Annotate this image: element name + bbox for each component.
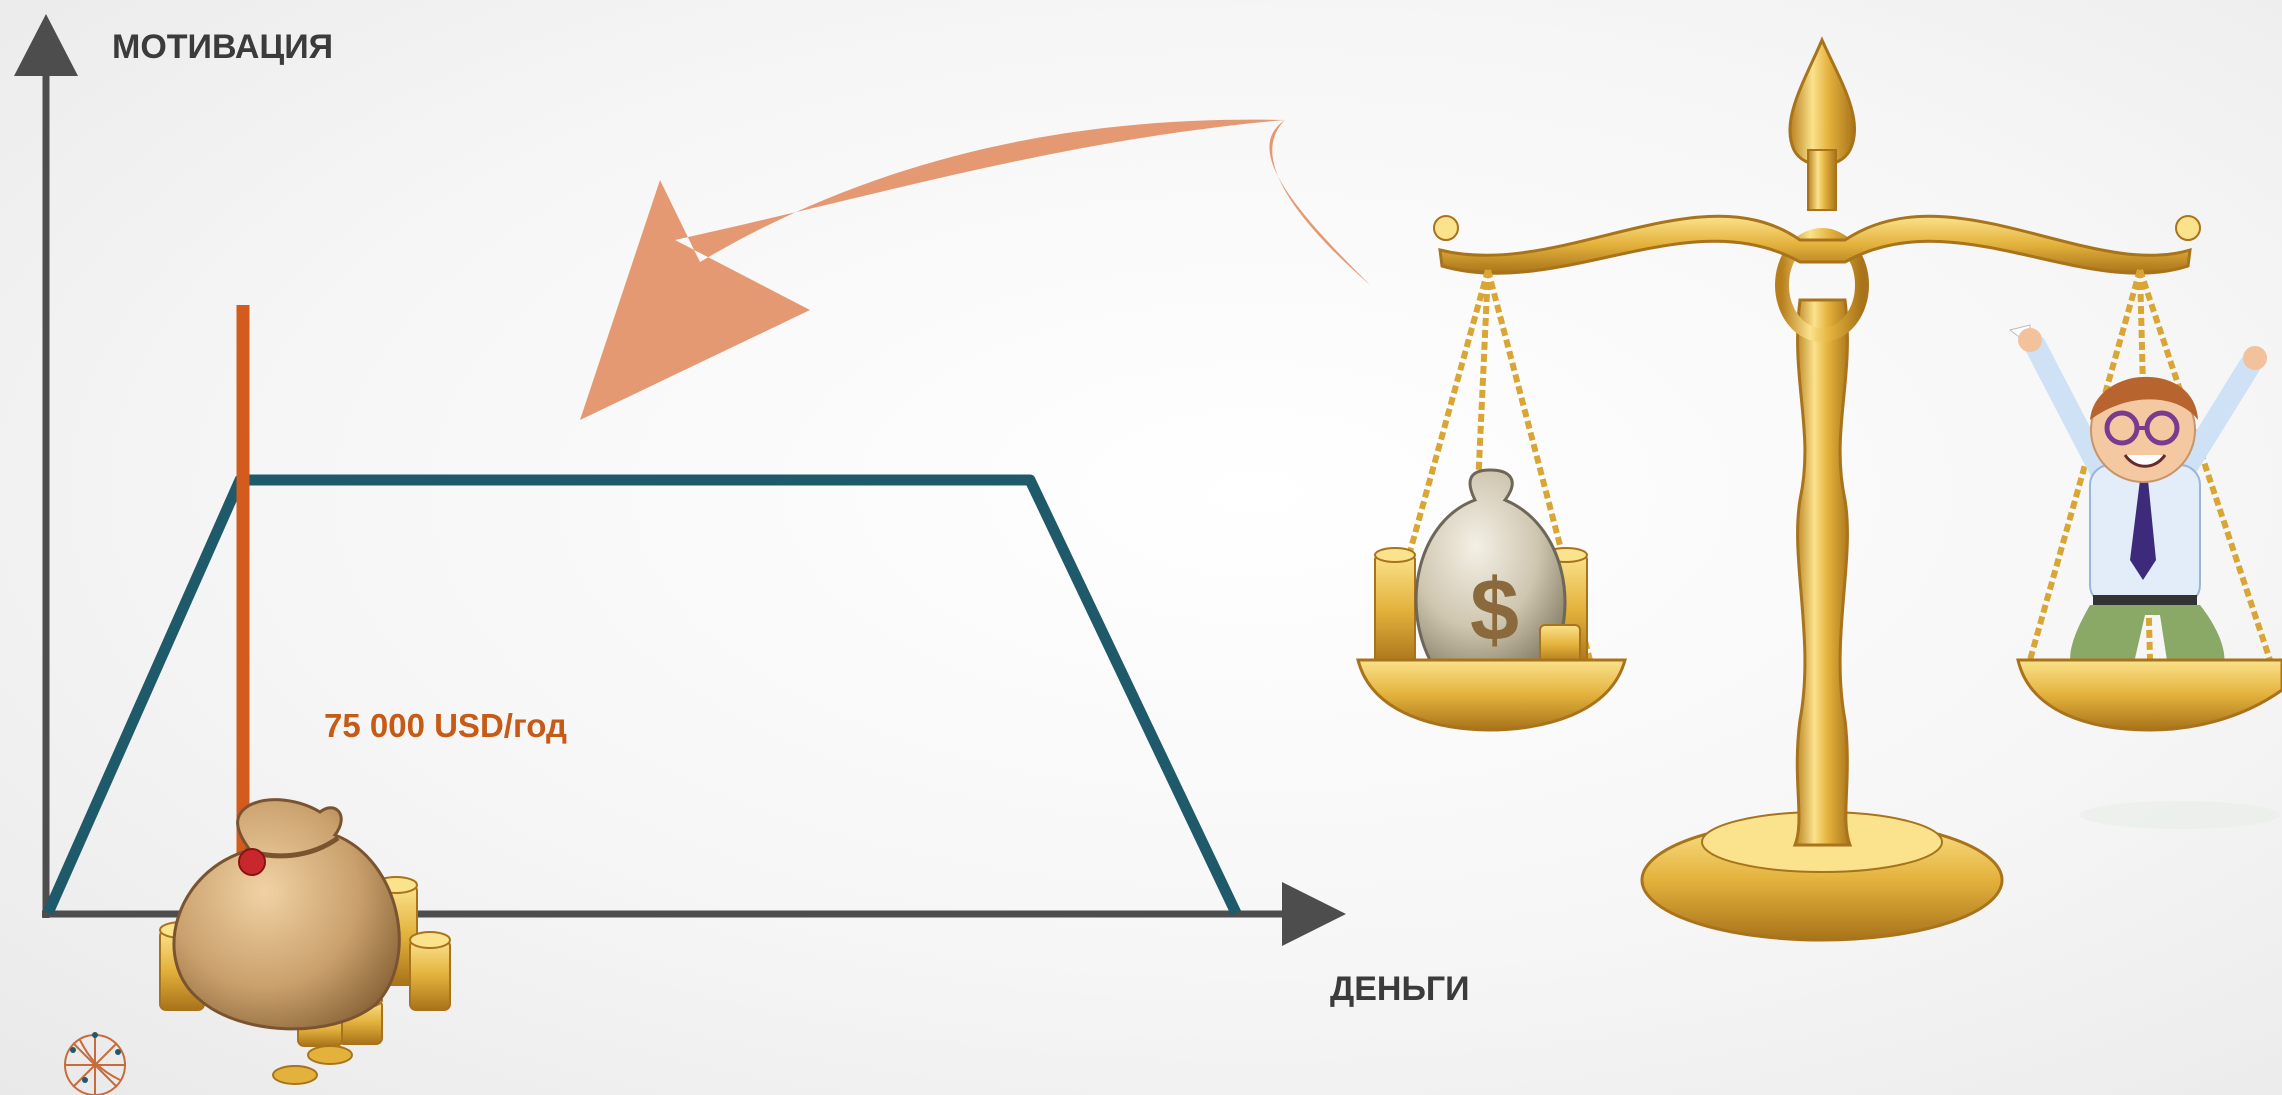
curved-arrow [580,119,1370,420]
threshold-label: 75 000 USD/год [324,707,567,744]
motivation-curve [42,474,1241,916]
y-axis-arrowhead-icon [14,14,78,76]
y-axis-label: МОТИВАЦИЯ [112,28,333,66]
money-bag-icon [159,798,451,1085]
dollar-bag-icon: $ [1374,468,1588,666]
x-axis-arrowhead-icon [1282,882,1346,946]
balance-scales-icon: $ [1356,36,2282,942]
svg-text:$: $ [1470,560,1519,659]
x-axis-label: ДЕНЬГИ [1330,970,1470,1008]
network-sphere-logo-icon [64,1032,126,1095]
happy-person-icon [2008,324,2267,680]
